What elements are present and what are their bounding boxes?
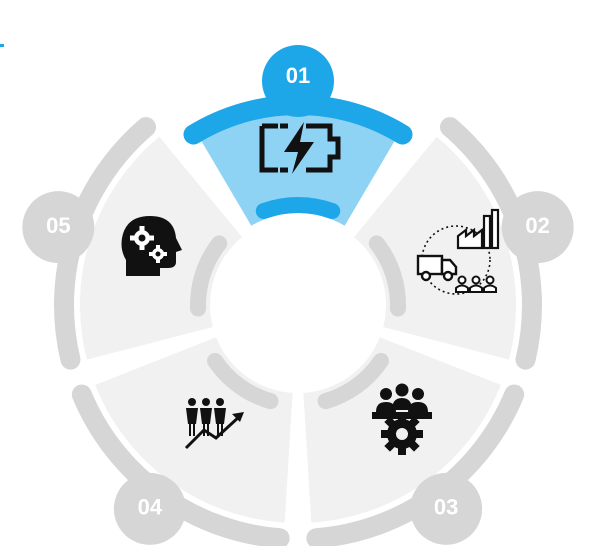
segment-01[interactable]: 01 <box>183 45 413 226</box>
business-growth-icon <box>184 398 244 450</box>
segment-number-02: 02 <box>525 213 549 238</box>
segment-04[interactable]: 04 <box>71 337 293 546</box>
segment-02[interactable]: 02 <box>353 117 574 370</box>
segments-layer: 01 02 03 04 05 <box>22 45 574 546</box>
number-badge <box>113 472 186 545</box>
segment-inner-ring <box>255 197 341 220</box>
segment-number-03: 03 <box>434 495 458 520</box>
segment-fill <box>198 108 398 226</box>
logistics-supply-chain-icon <box>416 208 500 295</box>
accent-tick <box>0 44 4 47</box>
segment-inner-ring <box>368 235 406 317</box>
segment-inner-ring <box>190 235 228 317</box>
head-gears-icon <box>121 216 182 276</box>
number-badge <box>501 191 574 264</box>
number-badge <box>22 191 95 264</box>
number-badge <box>262 45 334 117</box>
segment-number-01: 01 <box>286 63 310 88</box>
number-badge <box>410 472 483 545</box>
segment-number-04: 04 <box>138 495 163 520</box>
battery-charging-icon <box>259 122 341 174</box>
segment-inner-ring <box>207 352 279 410</box>
segment-inner-ring <box>317 352 389 410</box>
segment-number-05: 05 <box>46 213 70 238</box>
